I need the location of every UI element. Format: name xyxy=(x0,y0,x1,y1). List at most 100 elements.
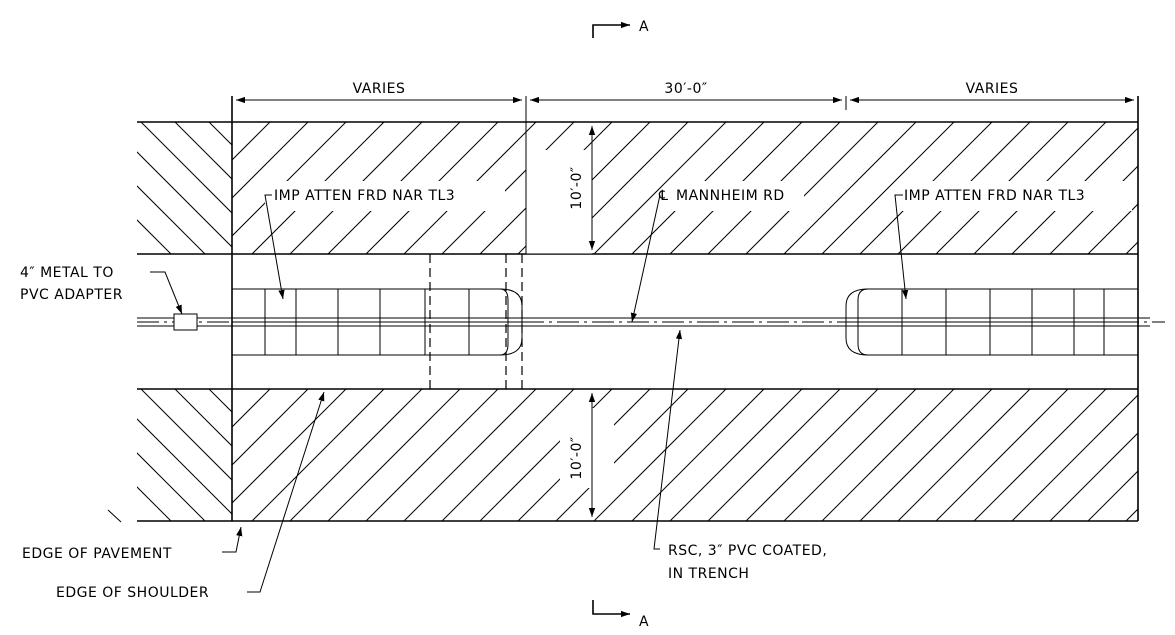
hatch-line xyxy=(137,253,138,254)
hatch-line xyxy=(441,122,575,254)
dim-clear-top xyxy=(526,150,592,254)
hatch-line xyxy=(783,389,917,521)
hatch-line xyxy=(174,122,232,180)
hatch-line xyxy=(140,389,232,481)
label-edge-shoulder: EDGE OF SHOULDER xyxy=(56,585,209,601)
horizontal-dimensions: VARIES 30′-0″ VARIES xyxy=(236,81,1134,254)
label-adapter-line1: 4″ METAL TO xyxy=(20,265,114,281)
hatch-line xyxy=(821,389,955,521)
section-label-bottom: A xyxy=(639,614,649,630)
callout-conduit: RSC, 3″ PVC COATED, IN TRENCH xyxy=(653,329,827,582)
callout-adapter: 4″ METAL TO PVC ADAPTER xyxy=(20,265,183,315)
hatch-line xyxy=(745,122,879,254)
hatch-line xyxy=(232,389,271,428)
hatch-line xyxy=(1011,394,1138,521)
hatch-line xyxy=(0,122,103,254)
hatch-line xyxy=(1164,122,1175,254)
hatch-line xyxy=(289,389,423,521)
section-marker-bottom: A xyxy=(592,600,649,630)
break-mark xyxy=(107,509,122,523)
hatch-line xyxy=(137,486,172,521)
attenuator-left xyxy=(231,288,523,356)
attenuator-right xyxy=(845,288,1139,356)
hatch-line xyxy=(821,122,955,254)
hatch-line xyxy=(232,122,271,161)
callout-edge-pavement: EDGE OF PAVEMENT xyxy=(22,526,243,562)
hatch-line xyxy=(232,389,233,390)
hatch-line xyxy=(232,122,233,123)
hatch-line xyxy=(232,389,309,466)
dim-middle-span: 30′-0″ xyxy=(664,81,707,97)
callout-attenuator-right: IMP ATTEN FRD NAR TL3 xyxy=(894,188,1085,300)
hatch-line xyxy=(137,520,138,521)
label-conduit-line1: RSC, 3″ PVC COATED, xyxy=(668,543,827,559)
hatch-line xyxy=(62,389,194,521)
hatch-line xyxy=(1049,432,1138,521)
hatch-line xyxy=(137,219,172,254)
hatch-line xyxy=(555,389,689,521)
hatch-line xyxy=(707,389,841,521)
hatch-line xyxy=(1087,203,1138,254)
dim-lower-offset: 10′-0″ xyxy=(569,436,585,479)
hatch-line xyxy=(232,389,347,504)
centerline-symbol: ℄ xyxy=(658,188,669,204)
label-clear-center xyxy=(668,181,804,211)
section-label-top: A xyxy=(639,19,649,35)
hatch-line xyxy=(208,122,232,146)
hatch-line xyxy=(137,151,232,248)
hatch-line xyxy=(897,389,1031,521)
label-attenuator-right: IMP ATTEN FRD NAR TL3 xyxy=(904,188,1085,204)
hatch-line xyxy=(1087,470,1138,521)
hatch-line xyxy=(137,418,232,515)
label-clear-left xyxy=(265,181,505,211)
hatch-line xyxy=(441,389,575,521)
hatch-line xyxy=(137,452,206,521)
dim-upper-offset: 10′-0″ xyxy=(569,166,585,209)
hatch-line xyxy=(174,389,232,447)
trench-dashed-lines xyxy=(429,254,523,389)
hatch-line xyxy=(243,389,375,521)
hatch-line xyxy=(783,122,917,254)
hatch-line xyxy=(0,389,103,521)
callout-attenuator-left: IMP ATTEN FRD NAR TL3 xyxy=(264,188,455,300)
hatch-line xyxy=(745,389,879,521)
hatch-line xyxy=(62,122,194,254)
pavement-hatch-top-left xyxy=(0,122,232,254)
shoulder-hatch-bottom xyxy=(62,389,1175,521)
adapter-box xyxy=(173,313,198,331)
hatch-line xyxy=(140,122,232,214)
hatch-line xyxy=(403,389,537,521)
hatch-line xyxy=(379,389,511,521)
dim-right-span: VARIES xyxy=(966,81,1019,97)
hatch-line xyxy=(1125,241,1138,254)
hatch-line xyxy=(137,185,206,254)
label-conduit-line2: IN TRENCH xyxy=(668,566,749,582)
pavement-hatch-bottom-left xyxy=(0,389,511,521)
dim-clear-bottom xyxy=(560,408,614,488)
vertical-dimension-upper: 10′-0″ xyxy=(526,126,600,255)
vertical-dimension-lower: 10′-0″ xyxy=(569,393,596,517)
hatch-line xyxy=(208,389,232,413)
hatch-line xyxy=(232,122,309,199)
label-centerline: MANNHEIM RD xyxy=(676,188,785,204)
callout-centerline: ℄ MANNHEIM RD xyxy=(630,188,785,323)
hatch-line xyxy=(631,389,765,521)
hatch-line xyxy=(973,389,1107,521)
hatch-line xyxy=(277,389,409,521)
hatch-line xyxy=(669,389,803,521)
hatch-line xyxy=(251,389,385,521)
hatch-line xyxy=(365,389,499,521)
hatch-line xyxy=(1125,508,1138,521)
callout-edge-shoulder: EDGE OF SHOULDER xyxy=(56,391,325,601)
label-attenuator-left: IMP ATTEN FRD NAR TL3 xyxy=(274,188,455,204)
hatch-line xyxy=(593,389,727,521)
label-adapter-line2: PVC ADAPTER xyxy=(20,287,123,303)
section-marker-top: A xyxy=(592,19,649,38)
hatch-line xyxy=(593,122,727,254)
label-clear-right xyxy=(898,181,1132,211)
hatch-line xyxy=(859,389,993,521)
hatch-line xyxy=(1164,389,1175,521)
label-edge-pavement: EDGE OF PAVEMENT xyxy=(22,546,172,562)
hatch-line xyxy=(935,389,1069,521)
